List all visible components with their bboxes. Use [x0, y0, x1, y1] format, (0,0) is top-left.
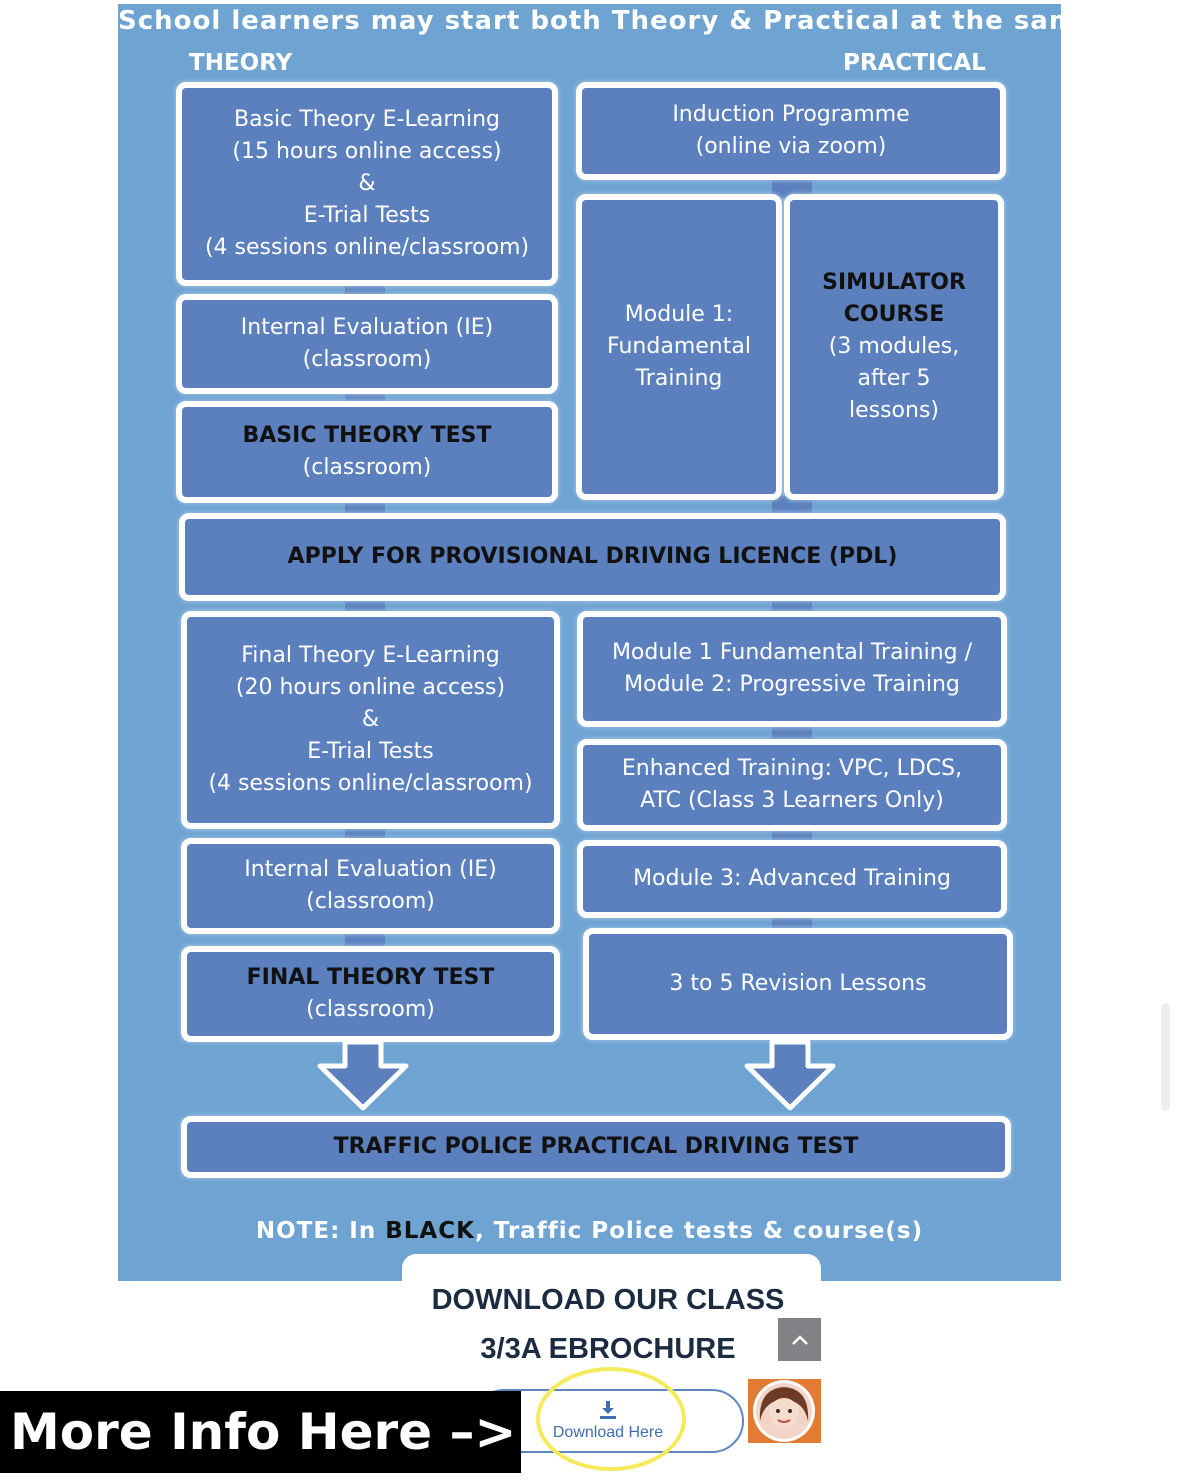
box-line: Internal Evaluation (IE) [244, 857, 497, 883]
module1-box: Module 1: Fundamental Training [576, 194, 782, 500]
box-line: Fundamental [607, 334, 751, 360]
connector [345, 597, 385, 615]
box-line: (classroom) [302, 347, 432, 372]
box-line: (4 sessions online/classroom) [208, 770, 533, 796]
box-line: E-Trial Tests [307, 738, 434, 764]
connector [772, 597, 812, 615]
basic-theory-test-box: BASIC THEORY TEST (classroom) [176, 401, 558, 503]
final-theory-elearning-box: Final Theory E-Learning (20 hours online… [181, 611, 560, 829]
practical-driving-test-box: TRAFFIC POLICE PRACTICAL DRIVING TEST [181, 1116, 1011, 1178]
connector [772, 496, 812, 518]
box-line: lessons) [848, 397, 940, 423]
box-line: Internal Evaluation (IE) [240, 315, 494, 341]
box-line: Module 2: Progressive Training [624, 672, 960, 697]
final-theory-test-box: FINAL THEORY TEST (classroom) [181, 946, 560, 1042]
box-title: TRAFFIC POLICE PRACTICAL DRIVING TEST [333, 1134, 859, 1160]
practical-title: PRACTICAL [843, 50, 986, 76]
simulator-course-box: SIMULATOR COURSE (3 modules, after 5 les… [784, 194, 1004, 500]
box-line: (3 modules, [828, 334, 960, 360]
box-line: Induction Programme [672, 102, 910, 128]
box-line: 3 to 5 Revision Lessons [669, 971, 927, 997]
box-title: SIMULATOR [822, 270, 966, 296]
theory-title: THEORY [189, 50, 293, 76]
download-title-line: DOWNLOAD OUR CLASS [431, 1284, 785, 1316]
connector [345, 930, 385, 950]
scrollbar[interactable] [1161, 1003, 1170, 1111]
box-line: Enhanced Training: VPC, LDCS, [621, 756, 963, 782]
internal-evaluation-box: Internal Evaluation (IE) (classroom) [176, 294, 558, 394]
box-line: (classroom) [306, 889, 435, 914]
box-line: E-Trial Tests [303, 202, 431, 228]
down-arrow-icon [317, 1040, 409, 1111]
box-line: Module 1 Fundamental Training / [611, 640, 973, 666]
legend-note: NOTE: In BLACK, Traffic Police tests & c… [118, 1218, 1061, 1244]
box-line: (classroom) [302, 455, 432, 480]
box-line: ATC (Class 3 Learners Only) [640, 788, 944, 813]
box-line: Module 3: Advanced Training [633, 866, 951, 892]
download-title-line: 3/3A EBROCHURE [480, 1333, 736, 1365]
chat-avatar-icon [753, 1380, 815, 1442]
more-info-banner[interactable]: More Info Here –> [0, 1391, 521, 1473]
box-line: Module 1: [624, 302, 734, 328]
box-line: Basic Theory E-Learning [233, 107, 501, 133]
box-title: FINAL THEORY TEST [246, 965, 495, 991]
box-line: (online via zoom) [695, 134, 887, 159]
box-line: Training [635, 365, 723, 391]
note-black-word: BLACK [385, 1218, 475, 1244]
module3-box: Module 3: Advanced Training [577, 840, 1007, 918]
internal-evaluation-box-2: Internal Evaluation (IE) (classroom) [181, 838, 560, 934]
box-line: (4 sessions online/classroom) [204, 234, 530, 260]
connector [772, 176, 812, 198]
enhanced-training-box: Enhanced Training: VPC, LDCS, ATC (Class… [577, 739, 1007, 831]
box-line: & [361, 707, 380, 733]
box-line: (15 hours online access) [232, 139, 502, 165]
box-line: after 5 [857, 365, 931, 391]
box-line: & [358, 171, 376, 197]
connector [772, 722, 812, 744]
basic-theory-elearning-box: Basic Theory E-Learning (15 hours online… [176, 82, 558, 286]
box-line: (20 hours online access) [235, 675, 506, 701]
pdl-box: APPLY FOR PROVISIONAL DRIVING LICENCE (P… [179, 513, 1006, 601]
module1-2-box: Module 1 Fundamental Training / Module 2… [577, 611, 1007, 727]
box-line: Final Theory E-Learning [241, 643, 500, 669]
header-note: School learners may start both Theory & … [118, 6, 1176, 36]
scroll-to-top-button[interactable] [778, 1318, 821, 1361]
box-title: APPLY FOR PROVISIONAL DRIVING LICENCE (P… [287, 544, 898, 570]
chevron-up-icon [791, 1334, 808, 1345]
chat-avatar-button[interactable] [748, 1379, 821, 1443]
download-title: DOWNLOAD OUR CLASS 3/3A EBROCHURE [402, 1276, 814, 1374]
note-prefix: NOTE: In [255, 1218, 386, 1244]
note-suffix: , Traffic Police tests & course(s) [474, 1218, 924, 1244]
highlight-circle [536, 1367, 686, 1471]
box-title: COURSE [843, 302, 945, 328]
box-line: (classroom) [306, 997, 435, 1022]
revision-lessons-box: 3 to 5 Revision Lessons [583, 928, 1013, 1040]
down-arrow-icon [744, 1040, 836, 1111]
induction-programme-box: Induction Programme (online via zoom) [576, 82, 1006, 180]
box-title: BASIC THEORY TEST [242, 423, 492, 449]
